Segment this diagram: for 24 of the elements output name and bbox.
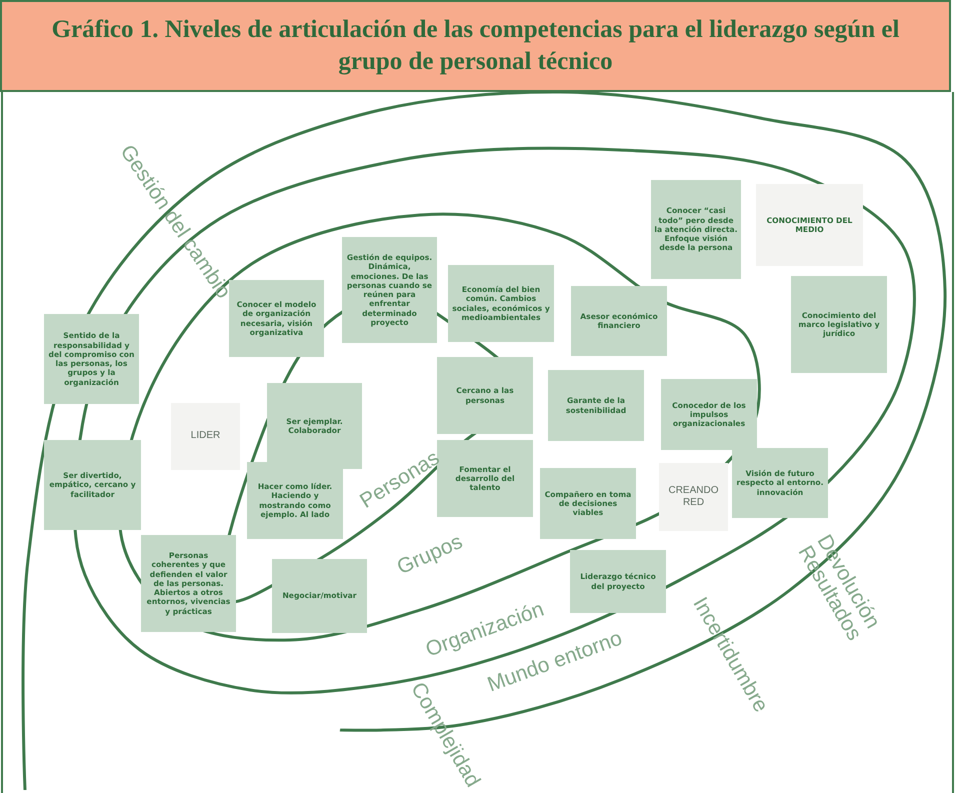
competency-box: [448, 265, 554, 342]
competency-box: [44, 440, 141, 530]
competency-box: [437, 440, 533, 517]
competency-box: [570, 550, 666, 613]
competency-box: [732, 448, 828, 518]
competency-box: [272, 559, 367, 633]
competency-box: [540, 468, 636, 539]
box-text: CREANDO RED: [667, 484, 720, 510]
competency-box: [437, 357, 533, 434]
competency-box: [651, 180, 741, 279]
box-text: LIDER: [190, 430, 220, 443]
competency-box: [229, 280, 324, 357]
competency-box: [661, 379, 757, 450]
competency-box: [44, 314, 139, 404]
category-box: [659, 463, 728, 531]
competency-box: [791, 276, 887, 373]
competency-box: [571, 286, 667, 356]
competency-box: [247, 462, 343, 539]
competency-box: [141, 535, 236, 632]
competency-box: [342, 237, 437, 343]
level-label: Grupos: [394, 530, 466, 580]
title: Gráfico 1. Niveles de articulación de las competencias para el liderazgo según el grupo de personal técnico: [0, 0, 951, 92]
competency-box: [548, 370, 644, 441]
category-box: [756, 184, 863, 266]
